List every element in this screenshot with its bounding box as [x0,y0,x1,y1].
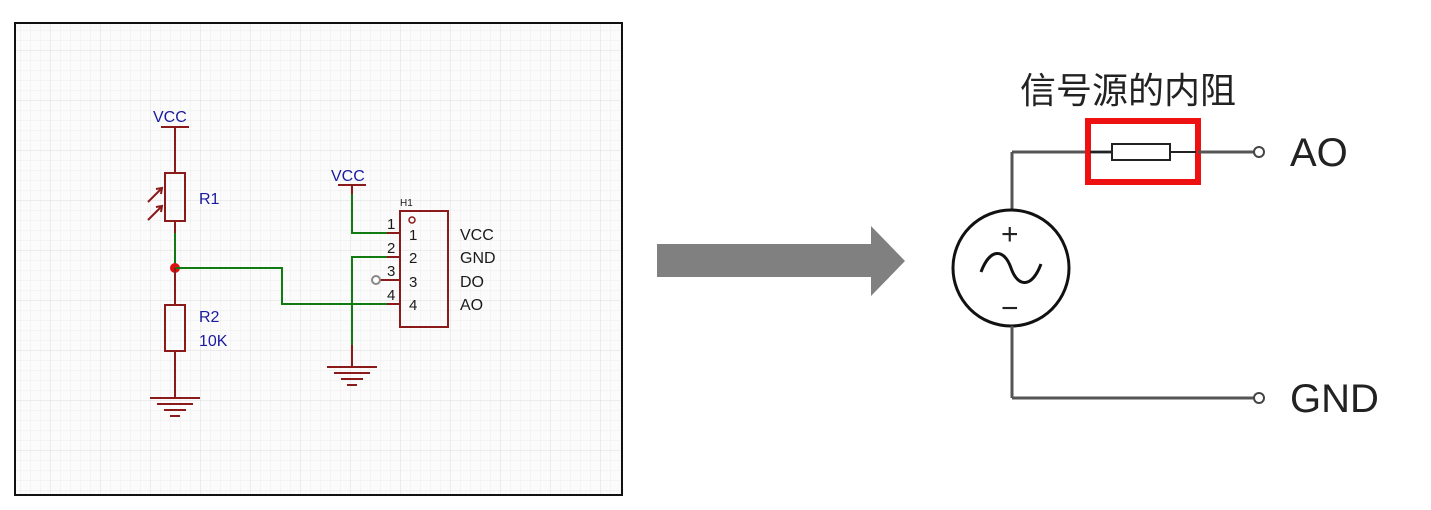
schematic-panel: VCC R1 R2 10K [14,22,623,496]
minus-sign: − [1001,292,1019,325]
pin3-outer-num: 3 [387,263,395,280]
r2-label: R2 [199,309,220,326]
plus-sign: + [1001,218,1019,251]
internal-resistor [1111,143,1171,161]
pin4-outer-num: 4 [387,287,395,304]
pin4-name: AO [460,297,483,314]
pin1-name: VCC [460,227,494,244]
equivalent-circuit: 信号源的内阻 AO + − GND [951,71,1379,421]
pin1-inner-num: 1 [409,227,417,244]
pin2-outer-num: 2 [387,240,395,257]
pin3-inner-num: 3 [409,274,417,291]
vcc-symbol-right: VCC [331,168,366,194]
pin2-name: GND [460,250,496,267]
photoresistor-r1: R1 [147,172,220,222]
vcc-label-right: VCC [331,168,365,185]
pin1-outer-num: 1 [387,216,395,233]
internal-resistance-title: 信号源的内阻 [1020,71,1236,112]
pin2-inner-num: 2 [409,250,417,267]
wire-vcc [351,194,387,234]
schematic-border [14,22,623,496]
transform-arrow [657,226,905,296]
gnd-label: GND [1290,377,1379,421]
wire-gnd [351,256,387,345]
r2-value: 10K [199,333,228,350]
pin4-inner-num: 4 [409,297,417,314]
gnd-terminal [1253,392,1265,404]
wire-to-ao [175,267,387,305]
module-label: H1 [400,198,413,209]
sine-wave-icon [979,252,1043,284]
ao-terminal [1253,146,1265,158]
ground-symbol-left [150,397,200,417]
vcc-label-left: VCC [153,109,187,126]
r1-label: R1 [199,191,220,208]
pin3-name: DO [460,274,484,291]
module-h1: H1 1 2 3 4 1 2 3 4 VCC GND DO AO [371,198,496,328]
schematic-grid [15,23,622,495]
ground-symbol-right [327,366,377,386]
ao-label: AO [1290,131,1348,175]
vcc-symbol-left: VCC [153,109,189,173]
